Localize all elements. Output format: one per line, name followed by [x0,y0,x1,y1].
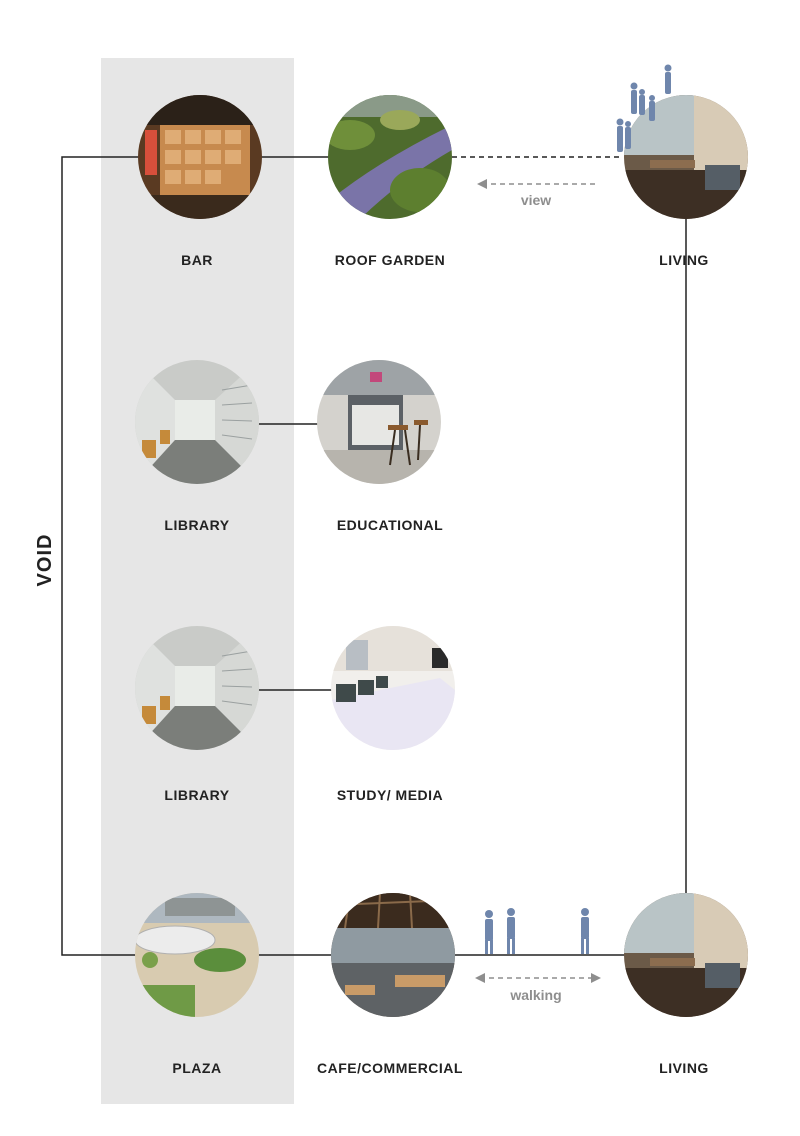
study-media-label: STUDY/ MEDIA [336,787,444,803]
living-top-label: LIVING [659,252,709,268]
people-figures-walking [485,908,589,954]
library-2-label: LIBRARY [164,787,230,803]
person-figure [639,89,645,115]
bar-photo [138,95,262,219]
people-figures-top [616,64,672,152]
void-loop-line [61,156,140,956]
person-figure [485,910,493,954]
person-figure [664,64,672,94]
study-media-photo [331,626,455,750]
person-figure [616,118,624,152]
educational-photo [317,360,441,484]
cafe-commercial-photo [331,893,455,1017]
person-figure [581,908,589,954]
connection-lines [61,156,687,956]
plaza-label: PLAZA [172,1060,222,1076]
person-figure [507,908,515,954]
educational-label: EDUCATIONAL [336,517,444,533]
person-figure [649,95,655,121]
living-bottom-photo [624,893,748,1017]
person-figure [630,82,638,114]
cafe-commercial-label: CAFE/COMMERCIAL [317,1060,463,1076]
living-bottom-label: LIVING [659,1060,709,1076]
roof-garden-photo [328,95,452,219]
view-annotation: view [520,192,552,208]
walking-annotation: walking [510,987,562,1003]
living-top-photo [624,95,748,219]
bar-label: BAR [181,252,213,268]
library-2-photo [135,626,259,750]
roof-garden-label: ROOF GARDEN [334,252,446,268]
library-1-photo [135,360,259,484]
plaza-photo [135,893,259,1017]
library-1-label: LIBRARY [164,517,230,533]
void-label: VOID [34,533,56,587]
person-figure [625,121,631,149]
